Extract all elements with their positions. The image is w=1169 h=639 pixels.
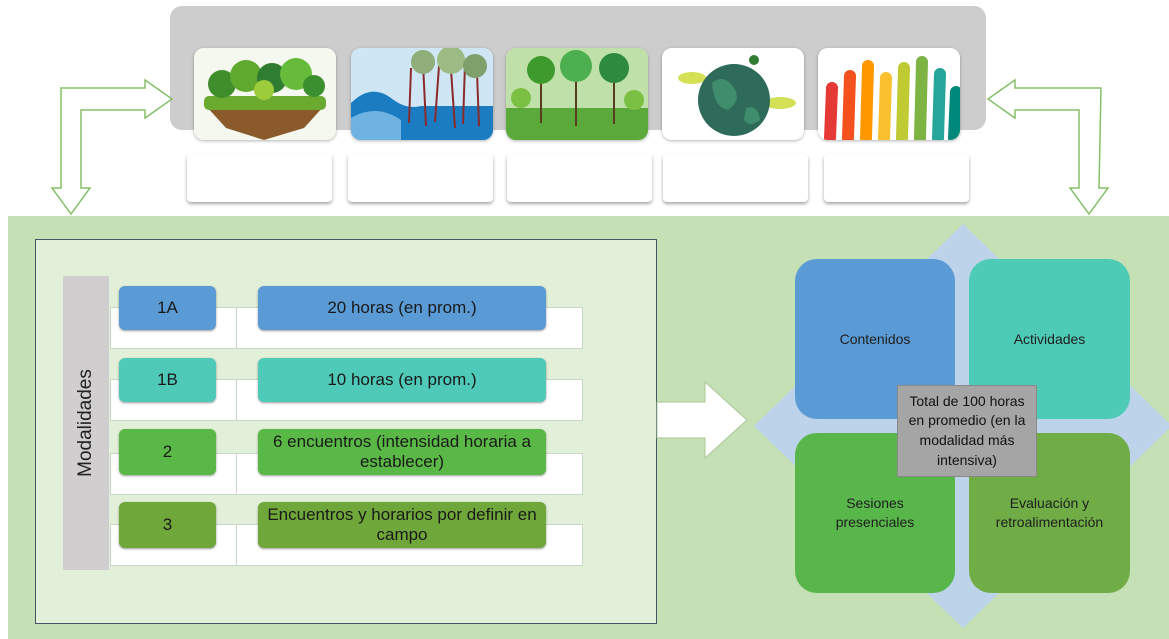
unit-4-label: UNIDAD 4. (663, 154, 808, 202)
forest-island-image (194, 48, 336, 140)
modalidad-3-id: 3 (119, 502, 216, 548)
forest-image (506, 48, 648, 140)
modalidad-2-id: 2 (119, 429, 216, 475)
modalidad-1b-id: 1B (119, 358, 216, 402)
total-hours-label: Total de 100 horas en promedio (en la mo… (897, 385, 1037, 477)
raised-hands-image (818, 48, 960, 140)
earth-image (662, 48, 804, 140)
modalidad-2-description: 6 encuentros (intensidad horaria a estab… (258, 429, 546, 475)
left-connector-arrow (50, 78, 174, 216)
unit-2-label: UNIDAD 2. (348, 154, 493, 202)
right-connector-arrow (986, 78, 1110, 216)
unit-3-label: UNIDAD 3. (507, 154, 652, 202)
mangrove-image (351, 48, 493, 140)
modalidades-title: Modalidades (63, 276, 109, 570)
modalidad-1a-id: 1A (119, 286, 216, 330)
unit-1-label: UNIDAD 1. (187, 154, 332, 202)
modalidad-1a-description: 20 horas (en prom.) (258, 286, 546, 330)
modalidad-3-description: Encuentros y horarios por definir en cam… (258, 502, 546, 548)
right-arrow-icon (656, 380, 748, 460)
unit-5-label: UNIDAD 5. (824, 154, 969, 202)
modalidad-1b-description: 10 horas (en prom.) (258, 358, 546, 402)
